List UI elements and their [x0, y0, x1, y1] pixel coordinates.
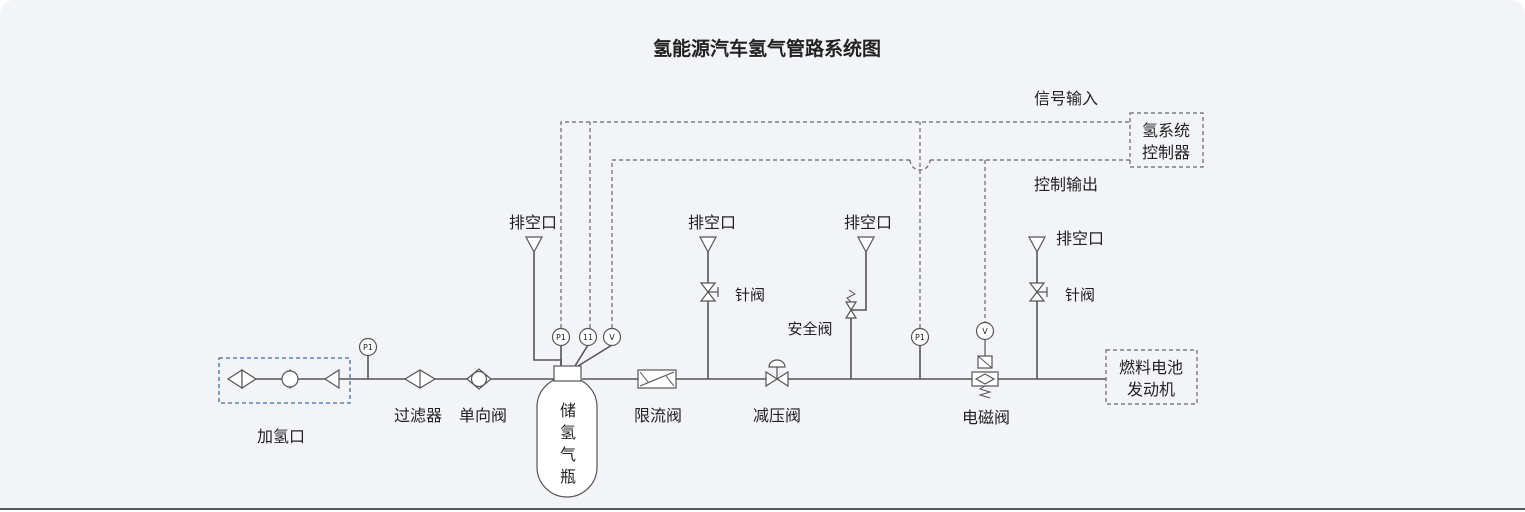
diagram-title: 氢能源汽车氢气管路系统图	[653, 37, 881, 60]
tank-temp-gauge	[578, 327, 598, 347]
tank-gauge-stem-2	[574, 344, 589, 367]
vent-2-symbol	[699, 236, 717, 254]
solenoid-valve-symbol	[971, 340, 999, 399]
check-valve-label: 单向阀	[459, 406, 507, 425]
vent-4-label: 排空口	[1056, 229, 1104, 248]
tank-valve-indicator	[602, 327, 622, 347]
line-pressure-gauge	[910, 327, 930, 347]
tank-label-1: 储	[560, 401, 576, 420]
safety-valve-label: 安全阀	[787, 320, 832, 338]
solenoid-indicator-label: V	[982, 327, 988, 336]
filter-symbol	[403, 369, 437, 389]
tank-gauge-stem-3	[577, 344, 613, 367]
vent-1-symbol	[525, 236, 543, 254]
pressure-reducer-label: 减压阀	[753, 406, 801, 425]
pressure-reducer-symbol	[765, 359, 789, 388]
tank-label-4: 瓶	[560, 467, 576, 486]
needle-valve-2-label: 针阀	[1065, 286, 1095, 304]
signal-input-label: 信号输入	[1034, 89, 1098, 108]
controller-label-2: 控制器	[1142, 143, 1190, 162]
controller-box	[1129, 112, 1204, 168]
flow-limit-valve-label: 限流阀	[634, 406, 682, 425]
safety-valve-pipe	[850, 252, 867, 379]
vent-2-label: 排空口	[688, 213, 736, 232]
control-line-tank-valve	[611, 159, 910, 328]
vent-1-label: 排空口	[509, 213, 557, 232]
controller-label-1: 氢系统	[1142, 121, 1190, 140]
fill-port-label: 加氢口	[257, 427, 305, 446]
tank-vent-pipe	[533, 252, 562, 366]
control-output-label: 控制输出	[1034, 175, 1098, 194]
control-line-crossover	[909, 159, 931, 171]
needle-valve-1-symbol	[699, 282, 719, 302]
tank-valve-indicator-label: V	[609, 333, 615, 342]
signal-line-pressure	[560, 121, 1130, 328]
needle-valve-1-label: 针阀	[735, 286, 765, 304]
tank-pressure-gauge-label: P1	[556, 333, 566, 342]
tank-pressure-gauge	[551, 327, 571, 347]
storage-tank	[536, 365, 598, 498]
filter-label: 过滤器	[394, 406, 442, 425]
flow-limit-valve-symbol	[637, 369, 677, 389]
needle-valve-2-symbol	[1028, 282, 1048, 302]
fill-pressure-gauge-label: P1	[363, 343, 373, 352]
fuel-cell-box	[1105, 349, 1198, 405]
fuel-cell-label-2: 发动机	[1127, 380, 1175, 399]
fill-port-box	[218, 357, 351, 404]
check-valve-symbol	[466, 368, 492, 390]
solenoid-valve-label: 电磁阀	[962, 408, 1010, 427]
vent-3-label: 排空口	[844, 213, 892, 232]
safety-valve-symbol	[844, 289, 858, 319]
fill-port-symbols	[226, 368, 340, 390]
vent-4-symbol	[1028, 236, 1046, 254]
fill-pressure-gauge	[358, 337, 378, 357]
tank-label-3: 气	[560, 445, 576, 464]
vent-3-symbol	[857, 236, 875, 254]
line-pressure-gauge-label: P1	[915, 333, 925, 342]
solenoid-indicator	[975, 321, 995, 341]
tank-temp-gauge-label: 11	[583, 333, 593, 342]
tank-label-2: 氢	[560, 423, 576, 442]
fuel-cell-label-1: 燃料电池	[1119, 358, 1183, 377]
